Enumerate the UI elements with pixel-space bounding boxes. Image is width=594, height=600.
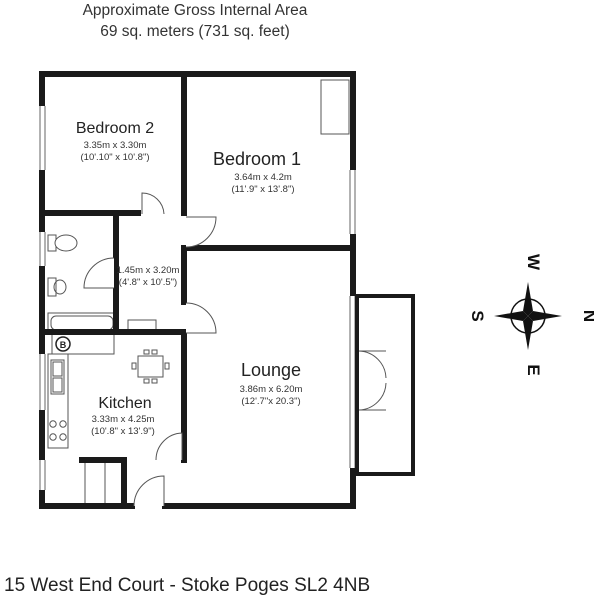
boiler-label: B — [60, 340, 67, 350]
door-bathroom — [83, 257, 115, 289]
compass-n: N — [580, 310, 594, 322]
area-value: 69 sq. meters (731 sq. feet) — [100, 23, 290, 40]
toilet — [47, 234, 78, 252]
kitchen-imperial: (10'.8" x 13'.9") — [91, 426, 155, 437]
hob — [49, 420, 67, 441]
window-kitchen — [39, 354, 46, 410]
lounge-name: Lounge — [241, 360, 301, 380]
hallway-imperial: (4'.8" x 10'.5") — [119, 277, 177, 288]
room-bedroom1: Bedroom 1 3.64m x 4.2m (11'.9" x 13'.8") — [213, 149, 301, 195]
dining-table — [131, 349, 170, 384]
area-title: Approximate Gross Internal Area — [82, 2, 308, 19]
window-bedroom2 — [39, 106, 46, 170]
hallway-metric: 1.45m x 3.20m — [117, 265, 180, 276]
window-bedroom1 — [349, 170, 356, 234]
bedroom2-name: Bedroom 2 — [76, 120, 154, 137]
compass-e: E — [524, 364, 543, 375]
property-address: 15 West End Court - Stoke Poges SL2 4NB — [4, 575, 371, 596]
kitchen-metric: 3.33m x 4.25m — [92, 414, 155, 425]
doors — [83, 192, 217, 507]
lounge-metric: 3.86m x 6.20m — [240, 384, 303, 395]
window-kitchen-2 — [39, 460, 46, 490]
compass-rose: W N S E — [468, 254, 594, 376]
bedroom2-metric: 3.35m x 3.30m — [84, 140, 147, 151]
bedroom1-metric: 3.64m x 4.2m — [234, 172, 292, 183]
wardrobe — [320, 79, 350, 135]
room-bedroom2: Bedroom 2 3.35m x 3.30m (10'.10" x 10'.8… — [76, 120, 154, 163]
bedroom1-name: Bedroom 1 — [213, 149, 301, 169]
kitchen-cupboard — [84, 461, 106, 507]
balcony — [355, 294, 415, 476]
room-hallway: 1.45m x 3.20m (4'.8" x 10'.5") — [117, 265, 180, 288]
windows — [39, 106, 356, 490]
window-bathroom — [39, 232, 46, 266]
compass-s: S — [468, 310, 487, 321]
walls — [39, 71, 356, 509]
basin — [47, 277, 67, 297]
kitchen-sink — [50, 359, 65, 395]
door-kitchen — [155, 432, 183, 461]
fixtures — [47, 79, 350, 507]
window-lounge — [349, 296, 356, 468]
door-entrance — [133, 475, 165, 507]
lounge-imperial: (12'.7"x 20.3") — [241, 396, 300, 407]
bedroom2-imperial: (10'.10" x 10'.8") — [81, 152, 150, 163]
room-lounge: Lounge 3.86m x 6.20m (12'.7"x 20.3") — [240, 360, 303, 407]
door-bedroom2 — [141, 192, 165, 215]
door-lounge — [185, 302, 217, 334]
room-kitchen: Kitchen 3.33m x 4.25m (10'.8" x 13'.9") — [91, 395, 155, 437]
bedroom1-imperial: (11'.9" x 13'.8") — [231, 184, 294, 195]
door-bedroom1 — [185, 216, 217, 248]
compass-w: W — [524, 254, 543, 271]
kitchen-name: Kitchen — [98, 395, 151, 412]
